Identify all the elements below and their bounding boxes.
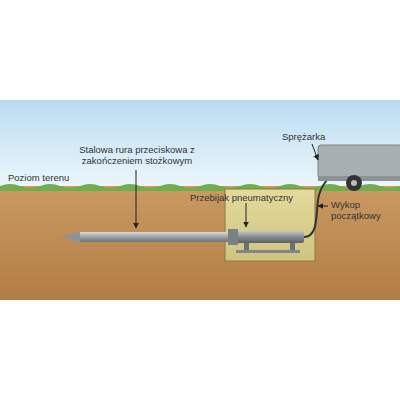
support-leg — [290, 243, 295, 251]
grass — [0, 184, 400, 191]
support-leg — [244, 243, 249, 251]
piercer-label: Przebijak pneumatyczny — [190, 192, 310, 203]
pneumatic-piercer — [236, 231, 304, 243]
leader-arrow — [312, 144, 318, 160]
compressor-body — [318, 145, 400, 179]
ground-level-label: Poziom terenu — [8, 172, 88, 183]
compressor-label: Sprężarka — [282, 131, 342, 142]
leader-arrow — [318, 206, 328, 207]
cone-tip — [60, 232, 80, 242]
scene — [0, 100, 400, 300]
support-rail — [236, 250, 300, 253]
pipe-label: Stalowa rura przeciskowa z zakończeniem … — [72, 144, 202, 166]
leader-arrow — [136, 170, 137, 228]
pit-label: Wykop początkowy — [331, 199, 397, 221]
piercer-head — [228, 229, 238, 245]
steel-pipe — [80, 232, 238, 242]
hub — [351, 180, 357, 186]
leader-arrow — [246, 203, 247, 227]
wheel — [346, 175, 362, 191]
soil — [0, 186, 400, 300]
